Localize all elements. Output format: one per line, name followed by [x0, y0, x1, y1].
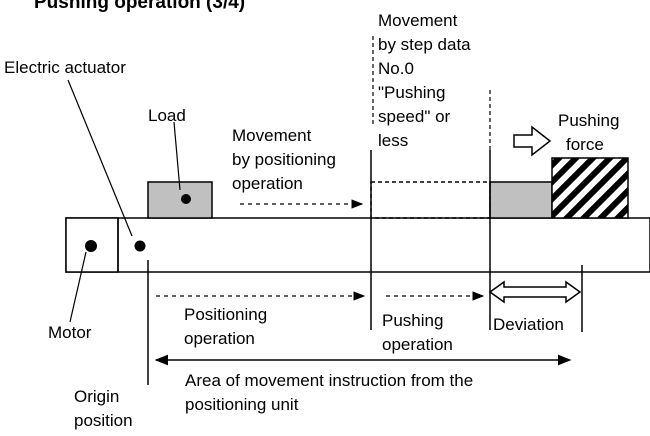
movement-step-line4: "Pushing — [378, 83, 445, 102]
movement-step-line3: No.0 — [378, 59, 414, 78]
movement-step-line5: speed" or — [378, 107, 451, 126]
motor-label: Motor — [48, 323, 92, 342]
load-dot — [181, 194, 191, 204]
motor-leader — [69, 251, 87, 323]
area-instruction-line2: positioning unit — [185, 395, 299, 414]
electric-actuator-label: Electric actuator — [4, 58, 126, 77]
movement-positioning-line1: Movement — [232, 126, 312, 145]
motor-dot — [85, 240, 97, 252]
pushing-force-line1: Pushing — [558, 111, 619, 130]
movement-positioning-line2: by positioning — [232, 150, 336, 169]
movement-step-line6: less — [378, 131, 408, 150]
area-instruction-line1: Area of movement instruction from the — [185, 371, 473, 390]
load-label: Load — [148, 106, 186, 125]
page-title: Pushing operation (3/4) — [34, 0, 245, 13]
pushing-operation-line1: Pushing — [382, 311, 443, 330]
origin-dot — [134, 240, 146, 252]
pushing-operation-line2: operation — [382, 335, 453, 354]
movement-step-line2: by step data — [378, 35, 471, 54]
positioning-operation-line2: operation — [184, 329, 255, 348]
pushed-workpiece — [551, 157, 629, 219]
positioning-operation-line1: Positioning — [184, 305, 267, 324]
pushing-force-arrow-icon — [513, 125, 552, 157]
load-leader — [173, 121, 181, 191]
movement-step-line1: Movement — [378, 11, 458, 30]
load-ghost-outline — [370, 181, 491, 219]
actuator-leader — [67, 79, 133, 237]
deviation-arrow-icon — [488, 280, 582, 304]
actuator-rail — [65, 217, 650, 273]
origin-position-line1: Origin — [74, 387, 119, 406]
origin-position-line2: position — [74, 411, 133, 430]
movement-positioning-line3: operation — [232, 174, 303, 193]
load-block-pushing — [489, 181, 553, 219]
pushing-force-line2: force — [566, 135, 604, 154]
deviation-label: Deviation — [493, 315, 564, 334]
